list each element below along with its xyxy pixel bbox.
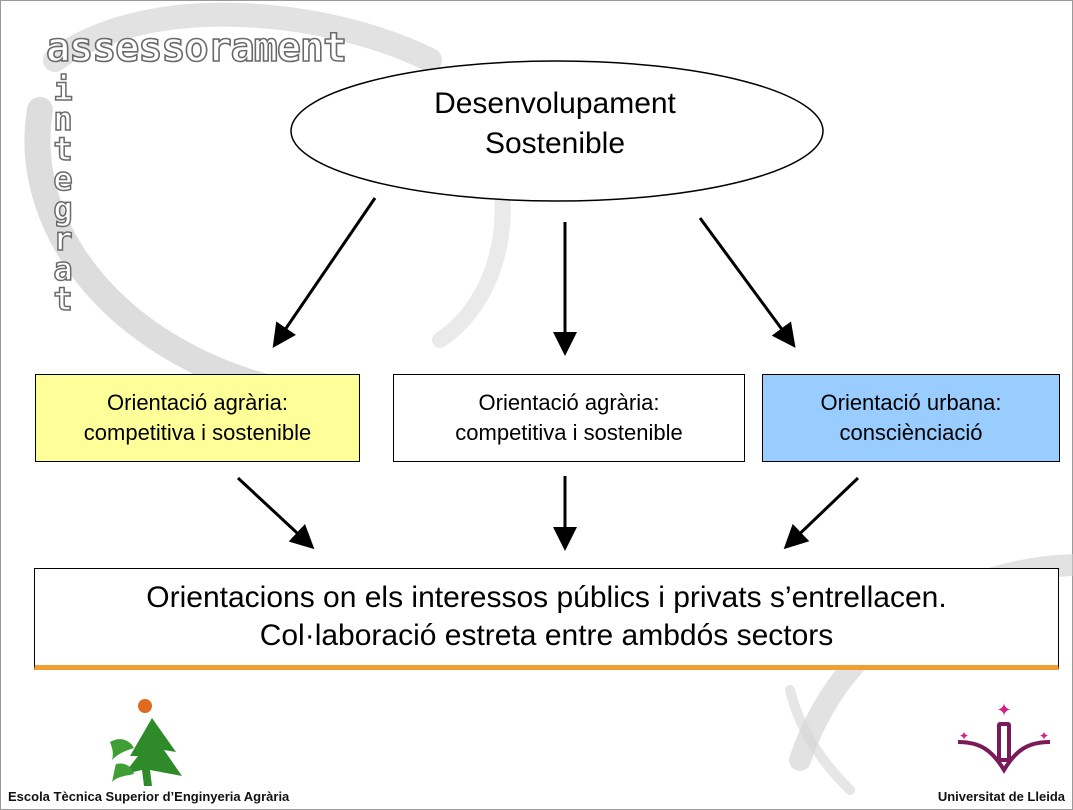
node-agrarian-yellow: Orientació agrària: competitiva i sosten… xyxy=(35,374,360,462)
bottom-node-line2: Col·laboració estreta entre ambdós secto… xyxy=(259,619,834,652)
school-caption: Escola Tècnica Superior d’Enginyeria Agr… xyxy=(8,789,290,804)
svg-text:✦: ✦ xyxy=(1039,729,1049,743)
university-crest-icon: ✦ ✦ ✦ xyxy=(957,700,1051,774)
bottom-node: Orientacions on els interessos públics i… xyxy=(34,568,1059,670)
arrow-top-to-right xyxy=(698,217,796,348)
svg-text:✦: ✦ xyxy=(959,729,969,743)
bottom-node-line1: Orientacions on els interessos públics i… xyxy=(146,581,947,614)
arrow-top-to-left xyxy=(272,197,377,348)
node-agrarian-yellow-line2: competitiva i sostenible xyxy=(83,420,312,445)
arrow-left-to-bottom xyxy=(236,476,315,550)
arrow-right-to-bottom xyxy=(783,476,860,550)
node-agrarian-white-line1: Orientació agrària: xyxy=(478,390,660,415)
node-urban-line2: consciènciació xyxy=(839,420,983,445)
svg-text:✦: ✦ xyxy=(996,700,1011,721)
top-node-line2: Sostenible xyxy=(484,127,626,160)
university-caption: Universitat de Lleida xyxy=(937,789,1065,804)
node-agrarian-white-line2: competitiva i sostenible xyxy=(455,420,683,445)
node-agrarian-yellow-line1: Orientació agrària: xyxy=(107,390,288,415)
tree-logo-icon xyxy=(110,699,182,786)
top-node-ellipse xyxy=(290,60,824,202)
top-node-label: Desenvolupament Sostenible xyxy=(340,84,770,164)
node-agrarian-white: Orientació agrària: competitiva i sosten… xyxy=(393,374,745,462)
brand-title: assessorament xyxy=(45,25,348,71)
brand-vertical-text: integrat xyxy=(53,70,74,318)
node-urban-line1: Orientació urbana: xyxy=(820,390,1002,415)
top-node-line1: Desenvolupament xyxy=(434,87,676,120)
node-urban-blue: Orientació urbana: consciènciació xyxy=(762,374,1060,462)
